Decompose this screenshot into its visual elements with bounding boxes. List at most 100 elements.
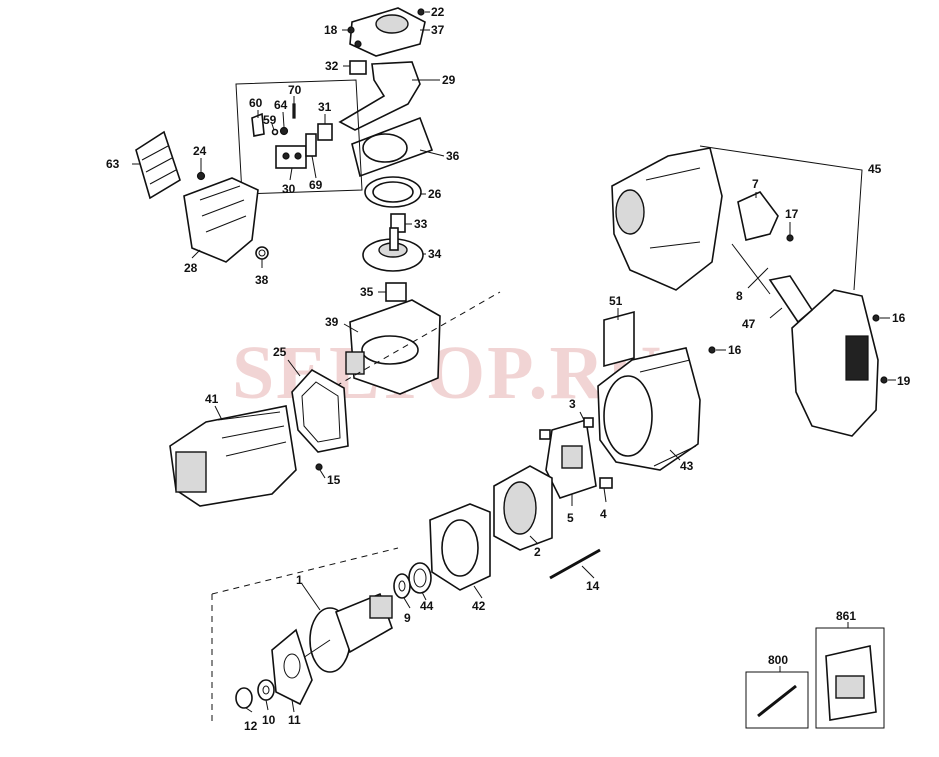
part-1-armature bbox=[299, 592, 393, 673]
part-5-brush-holder bbox=[545, 418, 597, 499]
callout-31: 31 bbox=[318, 100, 332, 114]
callout-800: 800 bbox=[768, 653, 788, 667]
part-70-pin bbox=[292, 103, 296, 119]
part-3-brush bbox=[583, 417, 594, 428]
part-7-trigger bbox=[737, 191, 779, 241]
part-15-screw bbox=[315, 463, 323, 471]
part-10-washer bbox=[257, 679, 275, 701]
callout-38: 38 bbox=[255, 273, 269, 287]
leader-lines bbox=[132, 11, 896, 713]
part-43-motor-housing bbox=[597, 347, 701, 471]
part-16-screw-b bbox=[708, 346, 716, 354]
part-39-gear-case bbox=[345, 299, 441, 395]
part-47-cord-guard bbox=[768, 275, 814, 324]
part-16-screw-a bbox=[872, 314, 880, 322]
callout-35: 35 bbox=[360, 285, 374, 299]
part-35-bearing bbox=[385, 282, 407, 302]
callout-39: 39 bbox=[325, 315, 339, 329]
callout-1: 1 bbox=[296, 573, 303, 587]
callout-63: 63 bbox=[106, 157, 120, 171]
part-12-bearing bbox=[235, 687, 253, 709]
part-45-handle-housing-right bbox=[791, 289, 879, 437]
callout-32: 32 bbox=[325, 59, 339, 73]
callout-7: 7 bbox=[752, 177, 759, 191]
callout-47: 47 bbox=[742, 317, 756, 331]
callout-44: 44 bbox=[420, 599, 434, 613]
callout-10: 10 bbox=[262, 713, 276, 727]
part-45-handle-housing-left bbox=[611, 147, 723, 291]
callout-51: 51 bbox=[609, 294, 623, 308]
part-63-brush-cap bbox=[135, 130, 181, 200]
callout-11: 11 bbox=[288, 713, 301, 727]
part-11-baffle-plate bbox=[271, 628, 313, 706]
callout-15: 15 bbox=[327, 473, 341, 487]
part-800-blade-accessory bbox=[745, 671, 809, 729]
callout-36: 36 bbox=[446, 149, 460, 163]
callout-16b: 16 bbox=[728, 343, 742, 357]
dash-guide-39 bbox=[335, 291, 501, 387]
callout-69: 69 bbox=[309, 178, 323, 192]
callout-8: 8 bbox=[736, 289, 743, 303]
callout-25: 25 bbox=[273, 345, 287, 359]
callout-5: 5 bbox=[567, 511, 574, 525]
part-29-lever bbox=[338, 61, 421, 131]
callout-14: 14 bbox=[586, 579, 600, 593]
callout-34: 34 bbox=[428, 247, 442, 261]
part-60-clip bbox=[251, 112, 265, 137]
part-9-washer bbox=[393, 573, 411, 599]
callout-2: 2 bbox=[534, 545, 541, 559]
callout-labels: 18 22 37 32 29 60 64 70 59 31 30 69 36 6… bbox=[106, 5, 911, 733]
part-34-gear bbox=[362, 227, 424, 272]
callout-16a: 16 bbox=[892, 311, 906, 325]
callout-45: 45 bbox=[868, 162, 882, 176]
callout-9: 9 bbox=[404, 611, 411, 625]
callout-19: 19 bbox=[897, 374, 911, 388]
switch-group-outline bbox=[235, 79, 363, 195]
callout-43: 43 bbox=[680, 459, 694, 473]
part-44-bearing bbox=[408, 562, 432, 594]
callout-33: 33 bbox=[414, 217, 428, 231]
part-14-through-bolt bbox=[549, 548, 601, 580]
callout-18: 18 bbox=[324, 23, 338, 37]
part-36-gasket bbox=[351, 116, 434, 178]
part-861-carry-case bbox=[815, 627, 885, 729]
callout-29: 29 bbox=[442, 73, 456, 87]
part-42-baffle bbox=[429, 503, 491, 591]
part-19-screw bbox=[880, 376, 888, 384]
part-brush-small bbox=[539, 429, 551, 440]
part-51-label bbox=[603, 310, 635, 368]
callout-861: 861 bbox=[836, 609, 856, 623]
part-69-plate bbox=[305, 133, 317, 157]
part-22-screw bbox=[417, 8, 425, 16]
part-59-spring bbox=[271, 128, 279, 136]
part-28-gear-cover bbox=[183, 177, 259, 263]
callout-64: 64 bbox=[274, 98, 288, 112]
callout-24: 24 bbox=[193, 144, 207, 158]
part-38-ring bbox=[255, 246, 269, 260]
callout-30: 30 bbox=[282, 182, 296, 196]
part-2-field bbox=[493, 465, 553, 551]
part-37-top-cover bbox=[349, 7, 426, 57]
part-24-screw bbox=[196, 171, 206, 181]
callout-12: 12 bbox=[244, 719, 258, 733]
part-41-nose-cover bbox=[169, 405, 297, 507]
callout-60: 60 bbox=[249, 96, 263, 110]
callout-3: 3 bbox=[569, 397, 576, 411]
callout-41: 41 bbox=[205, 392, 219, 406]
part-8-wire bbox=[731, 243, 771, 295]
callout-4: 4 bbox=[600, 507, 607, 521]
part-32-block bbox=[349, 60, 367, 75]
callout-37: 37 bbox=[431, 23, 445, 37]
callout-22: 22 bbox=[431, 5, 445, 19]
part-4-brush bbox=[599, 477, 613, 489]
callout-26: 26 bbox=[428, 187, 442, 201]
part-25-gasket bbox=[291, 368, 349, 453]
part-64-contact bbox=[279, 126, 289, 136]
part-30-switch bbox=[275, 145, 307, 169]
callout-17: 17 bbox=[785, 207, 799, 221]
part-17-screw bbox=[786, 234, 794, 242]
leader-45 bbox=[699, 145, 863, 291]
dash-bracket-armature bbox=[211, 547, 399, 722]
callout-70: 70 bbox=[288, 83, 302, 97]
